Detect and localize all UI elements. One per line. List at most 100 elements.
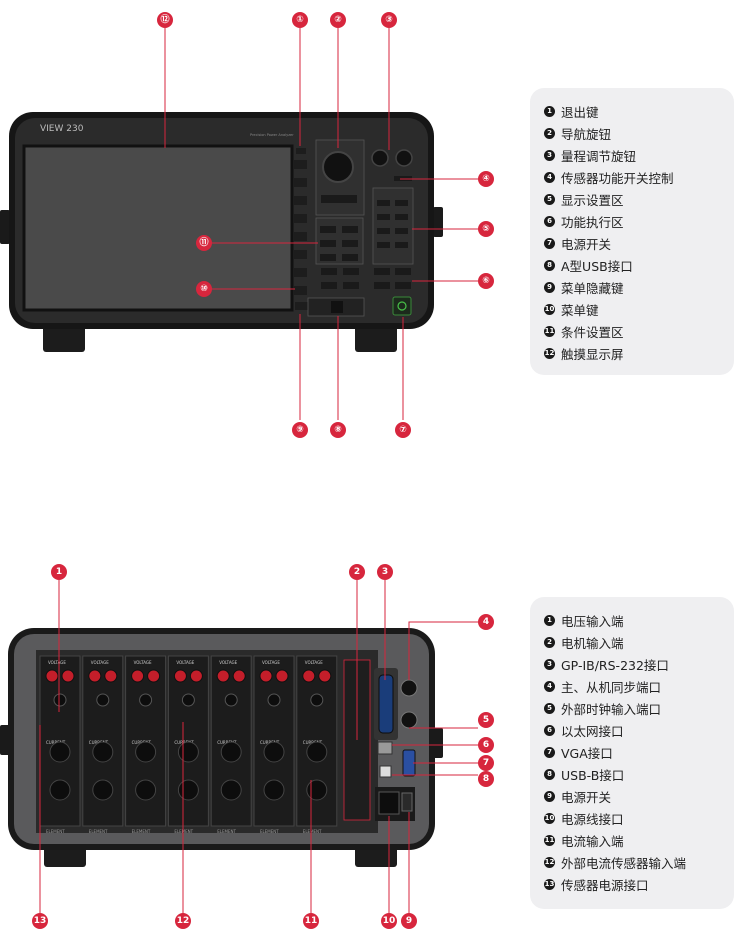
rear-handle-left bbox=[0, 725, 10, 755]
rear-callout-5: 5 bbox=[478, 712, 494, 728]
element-module: VOLTAGECURRENTELEMENT bbox=[82, 655, 124, 834]
front-callout-11: ⑪ bbox=[196, 235, 212, 251]
front-callout-2: ② bbox=[330, 12, 346, 28]
voltage-label: VOLTAGE bbox=[48, 660, 66, 665]
rear-callout-10: 10 bbox=[381, 913, 397, 929]
current-terminal bbox=[263, 779, 285, 801]
rear-callout-2: 2 bbox=[349, 564, 365, 580]
front-foot-right bbox=[355, 322, 397, 352]
front-leader-lines bbox=[164, 28, 478, 420]
ext-clock-port bbox=[400, 711, 418, 729]
module-label: ELEMENT bbox=[260, 829, 279, 834]
usb-a-port bbox=[331, 301, 343, 313]
module-label: ELEMENT bbox=[174, 829, 193, 834]
rear-callout-8: 8 bbox=[478, 771, 494, 787]
range-knob-1 bbox=[371, 149, 389, 167]
voltage-terminal-common bbox=[267, 693, 281, 707]
ethernet-port bbox=[377, 741, 393, 755]
front-foot-left bbox=[43, 322, 85, 352]
sync-port bbox=[400, 679, 418, 697]
element-module: VOLTAGECURRENTELEMENT bbox=[253, 655, 295, 834]
voltage-terminal bbox=[147, 669, 161, 683]
front-callout-7: ⑦ bbox=[395, 422, 411, 438]
module-label: ELEMENT bbox=[303, 829, 322, 834]
function-keys bbox=[321, 268, 411, 289]
current-terminal bbox=[220, 779, 242, 801]
current-terminal bbox=[177, 741, 199, 763]
voltage-terminal bbox=[104, 669, 118, 683]
power-button bbox=[392, 296, 412, 316]
voltage-terminal bbox=[216, 669, 230, 683]
voltage-terminal bbox=[189, 669, 203, 683]
softkey-column bbox=[294, 160, 307, 295]
power-switch bbox=[401, 792, 413, 812]
element-module: VOLTAGECURRENTELEMENT bbox=[210, 655, 252, 834]
rear-leader-lines bbox=[39, 580, 478, 915]
rear-callout-7: 7 bbox=[478, 755, 494, 771]
voltage-terminal-common bbox=[310, 693, 324, 707]
element-module: VOLTAGECURRENTELEMENT bbox=[125, 655, 167, 834]
module-label: ELEMENT bbox=[217, 829, 236, 834]
current-terminal bbox=[135, 741, 157, 763]
voltage-label: VOLTAGE bbox=[305, 660, 323, 665]
element-module: VOLTAGECURRENTELEMENT bbox=[296, 655, 338, 834]
front-callout-6: ⑥ bbox=[478, 273, 494, 289]
condition-keys bbox=[320, 226, 358, 261]
front-callout-9: ⑨ bbox=[292, 422, 308, 438]
power-icon bbox=[397, 301, 407, 311]
voltage-terminal bbox=[302, 669, 316, 683]
voltage-label: VOLTAGE bbox=[91, 660, 109, 665]
power-inlet bbox=[378, 791, 400, 815]
voltage-terminal-common bbox=[139, 693, 153, 707]
voltage-terminal bbox=[232, 669, 246, 683]
current-terminal bbox=[306, 741, 328, 763]
front-callout-10: ⑩ bbox=[196, 281, 212, 297]
voltage-terminal bbox=[259, 669, 273, 683]
module-label: ELEMENT bbox=[46, 829, 65, 834]
current-terminal bbox=[306, 779, 328, 801]
front-model-caption: Precision Power Analyzer bbox=[250, 133, 294, 137]
current-terminal bbox=[92, 779, 114, 801]
voltage-terminal-common bbox=[181, 693, 195, 707]
element-module: VOLTAGECURRENTELEMENT bbox=[167, 655, 209, 834]
rear-foot-left bbox=[44, 845, 86, 867]
front-callout-3: ③ bbox=[381, 12, 397, 28]
module-label: ELEMENT bbox=[89, 829, 108, 834]
front-handle-left bbox=[0, 210, 10, 244]
voltage-label: VOLTAGE bbox=[219, 660, 237, 665]
rear-callout-13: 13 bbox=[32, 913, 48, 929]
esc-key bbox=[296, 148, 306, 154]
touch-screen bbox=[22, 144, 294, 312]
voltage-label: VOLTAGE bbox=[134, 660, 152, 665]
voltage-terminal-common bbox=[224, 693, 238, 707]
voltage-terminal bbox=[131, 669, 145, 683]
front-callout-5: ⑤ bbox=[478, 221, 494, 237]
rear-callout-9: 9 bbox=[401, 913, 417, 929]
voltage-terminal bbox=[88, 669, 102, 683]
current-terminal bbox=[135, 779, 157, 801]
front-callout-8: ⑧ bbox=[330, 422, 346, 438]
rear-callout-1: 1 bbox=[51, 564, 67, 580]
voltage-label: VOLTAGE bbox=[262, 660, 280, 665]
rear-foot-right bbox=[355, 845, 397, 867]
